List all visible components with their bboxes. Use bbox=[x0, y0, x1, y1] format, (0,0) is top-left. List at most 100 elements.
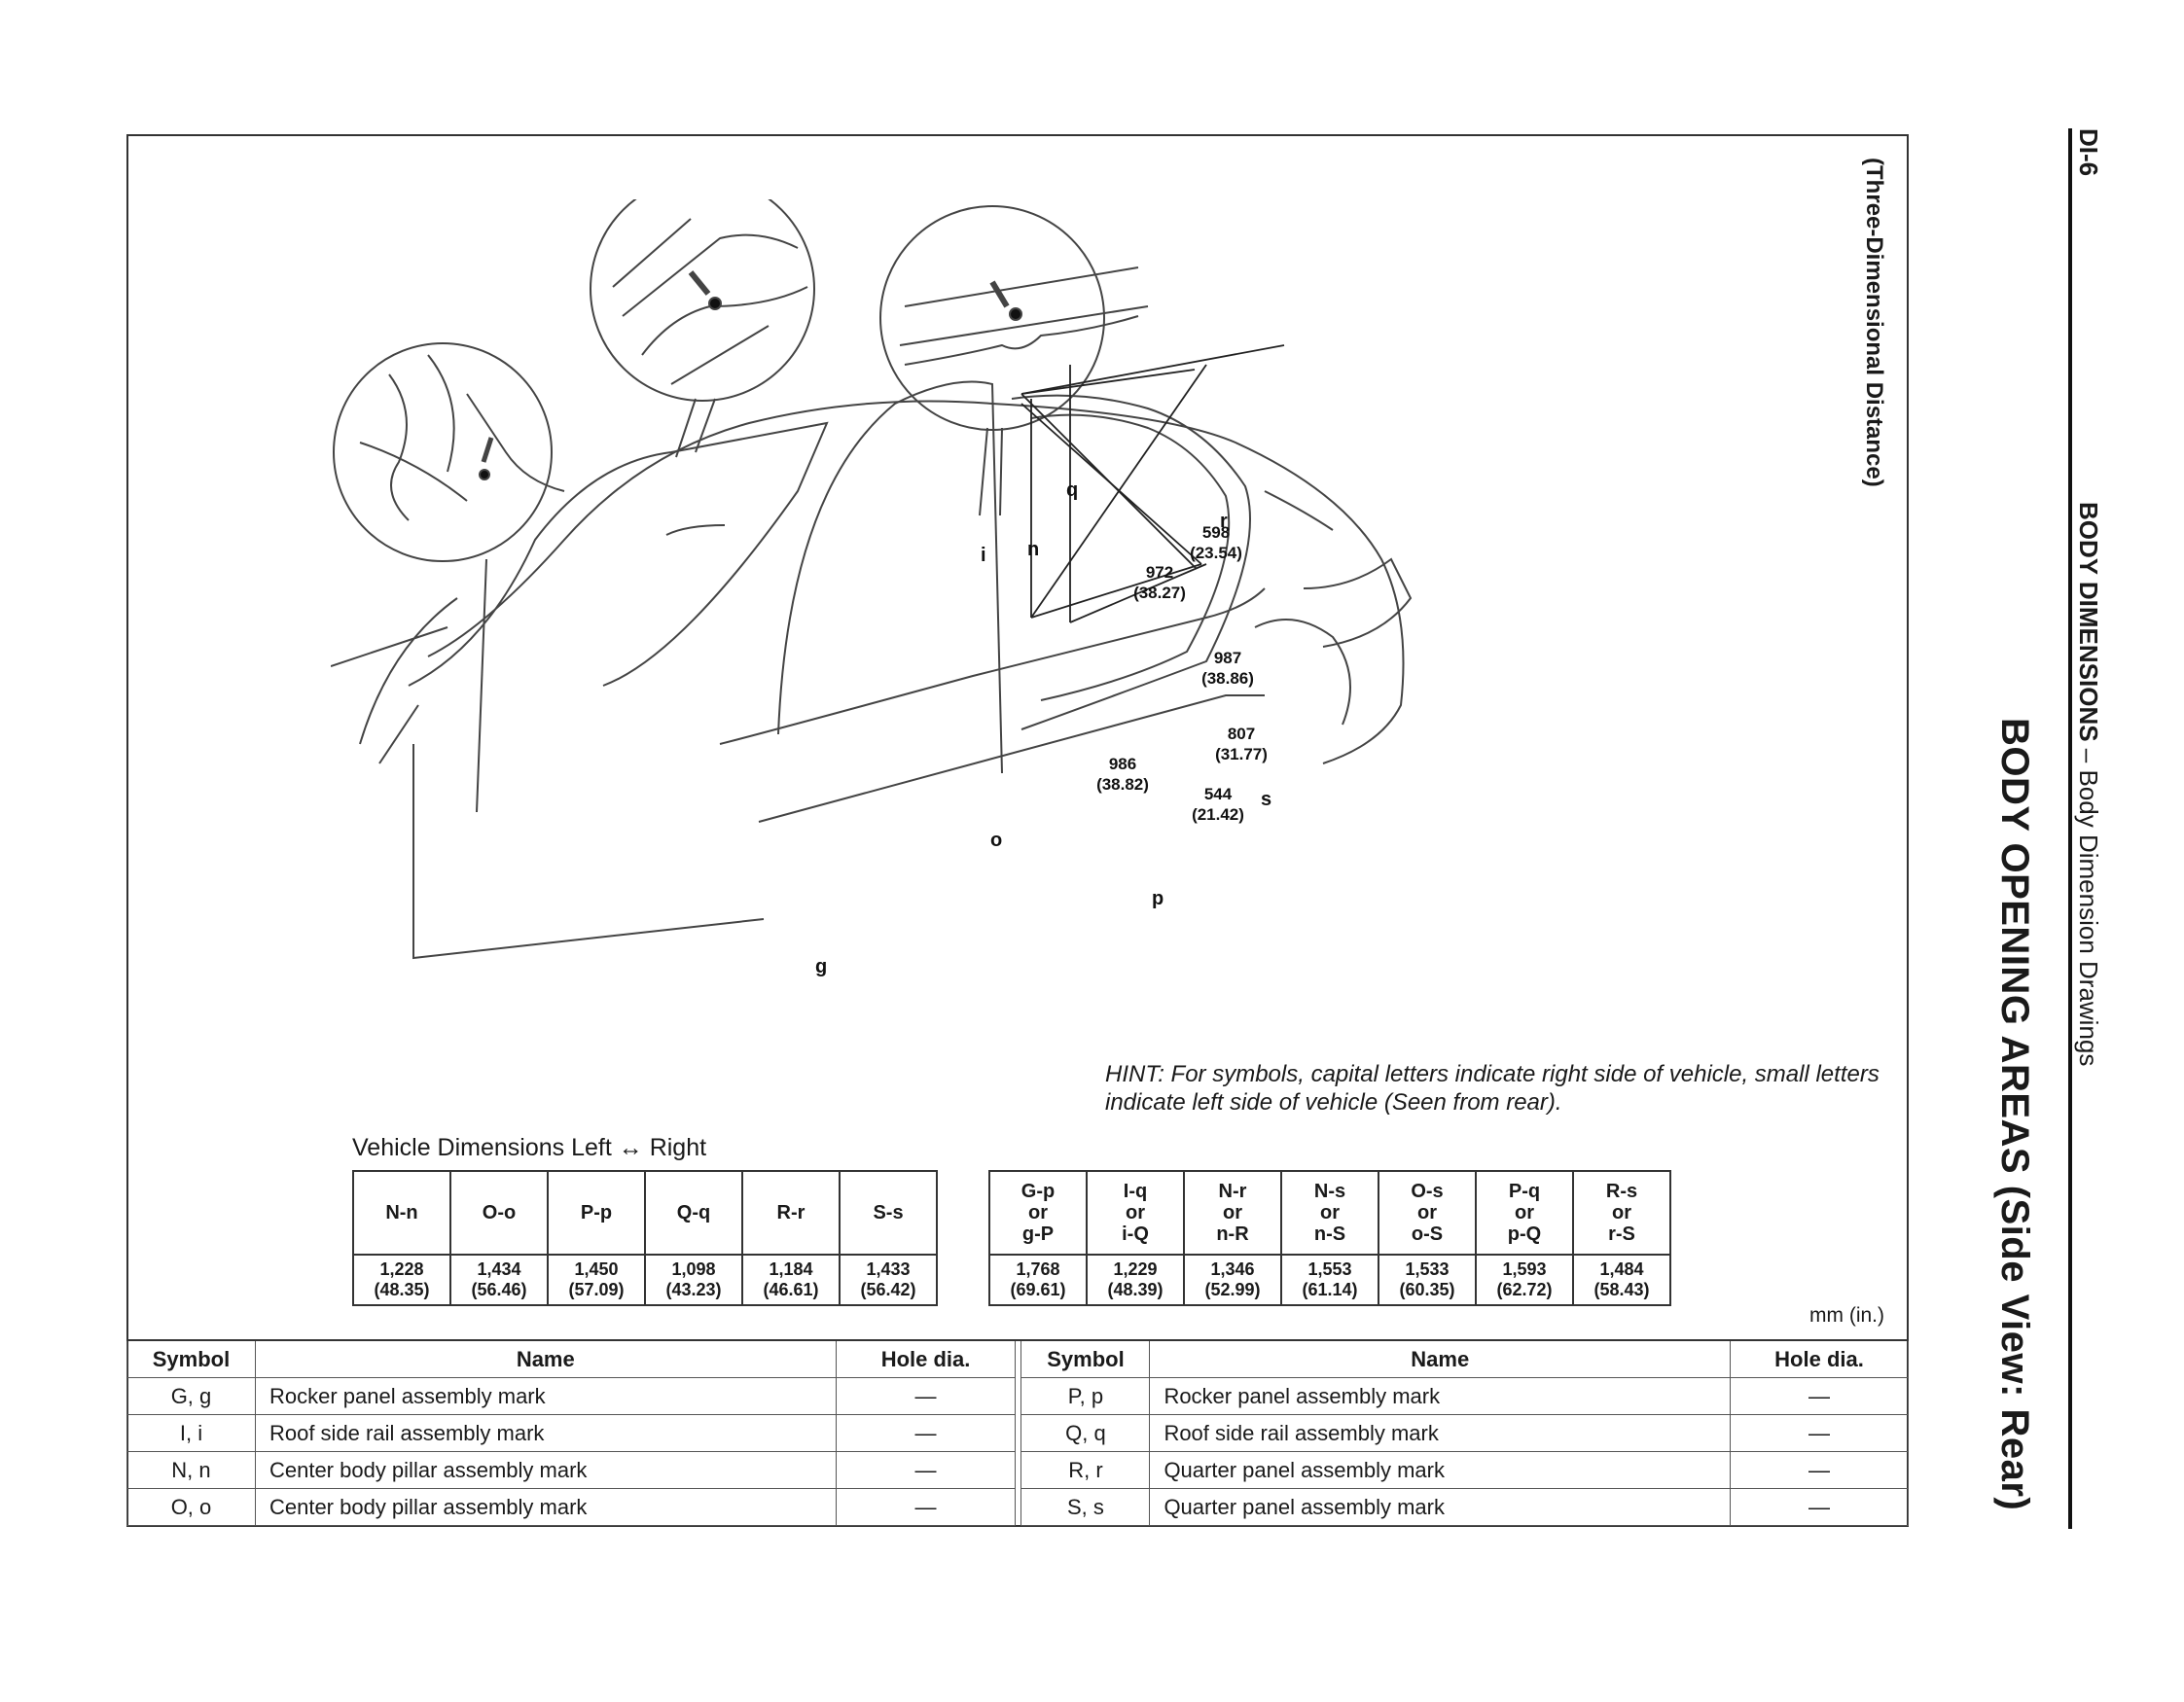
dim-value: 598 bbox=[1202, 523, 1230, 542]
point-label-q: q bbox=[1066, 479, 1078, 501]
symbol-cell: Q, q bbox=[1020, 1414, 1151, 1452]
dim-inch: (38.27) bbox=[1133, 584, 1186, 602]
measurement-lines bbox=[1020, 344, 1285, 623]
table-cell: 1,229(48.39) bbox=[1086, 1254, 1185, 1306]
table-cell: 1,346(52.99) bbox=[1183, 1254, 1282, 1306]
symbol-cell: S, s bbox=[1020, 1488, 1151, 1526]
table-row: I, i Roof side rail assembly mark — Q, q… bbox=[126, 1414, 1909, 1452]
hint-text: HINT: For symbols, capital letters indic… bbox=[1105, 1061, 1880, 1116]
table-cell: 1,450(57.09) bbox=[547, 1254, 646, 1306]
point-label-n: n bbox=[1027, 539, 1039, 560]
dim-inch: (38.86) bbox=[1201, 669, 1254, 688]
name-cell: Center body pillar assembly mark bbox=[254, 1451, 837, 1489]
table-row: G, g Rocker panel assembly mark — P, p R… bbox=[126, 1377, 1909, 1415]
symbol-table: Symbol Name Hole dia. Symbol Name Hole d… bbox=[126, 1339, 1909, 1526]
section-title-rest: – Body Dimension Drawings bbox=[2074, 741, 2103, 1067]
dim-value: 544 bbox=[1204, 785, 1233, 803]
dim-value: 807 bbox=[1228, 725, 1255, 743]
table-cell: 1,184(46.61) bbox=[741, 1254, 841, 1306]
point-label-i: i bbox=[981, 545, 986, 566]
table-row: N-n O-o P-p Q-q R-r S-s bbox=[352, 1170, 938, 1256]
detail-circle-3 bbox=[879, 205, 1149, 516]
table-header: P-p bbox=[547, 1170, 646, 1256]
section-title-bold: BODY DIMENSIONS bbox=[2074, 502, 2103, 742]
page-title: BODY OPENING AREAS (Side View: Rear) bbox=[1993, 718, 2036, 1511]
vehicle-dimensions-label: Vehicle Dimensions Left ↔ Right bbox=[352, 1134, 707, 1161]
symbol-cell: R, r bbox=[1020, 1451, 1151, 1489]
dimension-table-left-right: N-n O-o P-p Q-q R-r S-s 1,228(48.35) 1,4… bbox=[352, 1170, 938, 1306]
table-row: 1,228(48.35) 1,434(56.46) 1,450(57.09) 1… bbox=[352, 1254, 938, 1306]
table-header: Q-q bbox=[644, 1170, 743, 1256]
dim-value: 987 bbox=[1214, 649, 1241, 667]
symbol-cell: I, i bbox=[126, 1414, 256, 1452]
symbol-cell: O, o bbox=[126, 1488, 256, 1526]
table-row: 1,768(69.61) 1,229(48.39) 1,346(52.99) 1… bbox=[988, 1254, 1671, 1306]
table-header: N-n bbox=[352, 1170, 451, 1256]
table-header: O-o bbox=[449, 1170, 549, 1256]
page-number: DI-6 bbox=[2074, 128, 2103, 177]
hole-cell: — bbox=[835, 1488, 1017, 1526]
name-cell: Roof side rail assembly mark bbox=[254, 1414, 837, 1452]
table-cell: 1,433(56.42) bbox=[839, 1254, 938, 1306]
table-cell: 1,228(48.35) bbox=[352, 1254, 451, 1306]
name-cell: Quarter panel assembly mark bbox=[1149, 1451, 1732, 1489]
symbol-cell: N, n bbox=[126, 1451, 256, 1489]
page-subtitle: (Three-Dimensional Distance) bbox=[1861, 158, 1887, 487]
dim-inch: (23.54) bbox=[1190, 544, 1242, 562]
table-header: Hole dia. bbox=[1730, 1339, 1909, 1378]
table-cell: 1,098(43.23) bbox=[644, 1254, 743, 1306]
car-body-diagram: q r n i s o p g 598 (23.54) 972 (38.27) … bbox=[331, 199, 1413, 977]
table-row: O, o Center body pillar assembly mark — … bbox=[126, 1488, 1909, 1526]
table-cell: 1,553(61.14) bbox=[1280, 1254, 1379, 1306]
table-header: Symbol bbox=[126, 1339, 256, 1378]
table-header: Hole dia. bbox=[835, 1339, 1017, 1378]
header-rule bbox=[2068, 128, 2072, 1529]
hole-cell: — bbox=[1730, 1414, 1909, 1452]
symbol-cell: G, g bbox=[126, 1377, 256, 1415]
point-label-s: s bbox=[1261, 789, 1271, 810]
table-row: Symbol Name Hole dia. Symbol Name Hole d… bbox=[126, 1339, 1909, 1378]
dim-inch: (31.77) bbox=[1215, 745, 1268, 763]
table-header: Symbol bbox=[1020, 1339, 1151, 1378]
table-header: Name bbox=[1149, 1339, 1732, 1378]
table-row: N, n Center body pillar assembly mark — … bbox=[126, 1451, 1909, 1489]
name-cell: Rocker panel assembly mark bbox=[254, 1377, 837, 1415]
dim-value: 986 bbox=[1109, 755, 1136, 773]
point-label-o: o bbox=[990, 830, 1002, 851]
symbol-cell: P, p bbox=[1020, 1377, 1151, 1415]
point-label-g: g bbox=[815, 956, 827, 977]
hole-cell: — bbox=[1730, 1488, 1909, 1526]
unit-label: mm (in.) bbox=[1809, 1304, 1884, 1327]
hole-cell: — bbox=[835, 1414, 1017, 1452]
dim-inch: (21.42) bbox=[1192, 805, 1244, 824]
table-cell: 1,484(58.43) bbox=[1572, 1254, 1671, 1306]
dim-inch: (38.82) bbox=[1096, 775, 1149, 794]
detail-circle-1 bbox=[333, 342, 565, 813]
point-label-r: r bbox=[1220, 511, 1228, 532]
detail-circle-2 bbox=[590, 199, 815, 458]
page-frame bbox=[126, 134, 1909, 1527]
name-cell: Center body pillar assembly mark bbox=[254, 1488, 837, 1526]
hole-cell: — bbox=[835, 1377, 1017, 1415]
name-cell: Quarter panel assembly mark bbox=[1149, 1488, 1732, 1526]
table-header: Name bbox=[254, 1339, 837, 1378]
body-outline bbox=[331, 380, 1413, 960]
hole-cell: — bbox=[835, 1451, 1017, 1489]
name-cell: Rocker panel assembly mark bbox=[1149, 1377, 1732, 1415]
dim-value: 972 bbox=[1146, 563, 1173, 582]
table-cell: 1,768(69.61) bbox=[988, 1254, 1088, 1306]
table-cell: 1,434(56.46) bbox=[449, 1254, 549, 1306]
hole-cell: — bbox=[1730, 1377, 1909, 1415]
table-header: R-r bbox=[741, 1170, 841, 1256]
table-header: S-s bbox=[839, 1170, 938, 1256]
point-label-p: p bbox=[1152, 888, 1164, 909]
name-cell: Roof side rail assembly mark bbox=[1149, 1414, 1732, 1452]
